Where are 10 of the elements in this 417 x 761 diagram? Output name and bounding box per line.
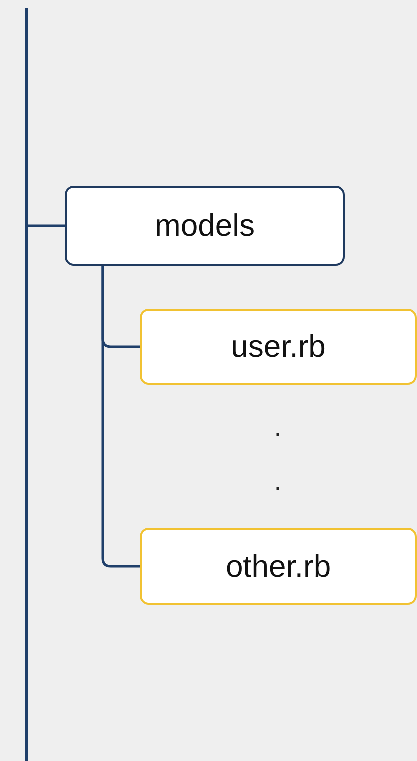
tree-connector (27, 224, 65, 228)
folder-box (140, 528, 417, 605)
node-label: models (155, 208, 255, 244)
node-label: user.rb (231, 329, 326, 365)
node-label: other.rb (226, 548, 332, 584)
ellipsis-dot: . (273, 466, 283, 497)
folder-box (65, 186, 345, 266)
folder-box (140, 309, 417, 385)
ellipsis-dot: . (273, 412, 283, 443)
tree-connector (102, 266, 140, 568)
